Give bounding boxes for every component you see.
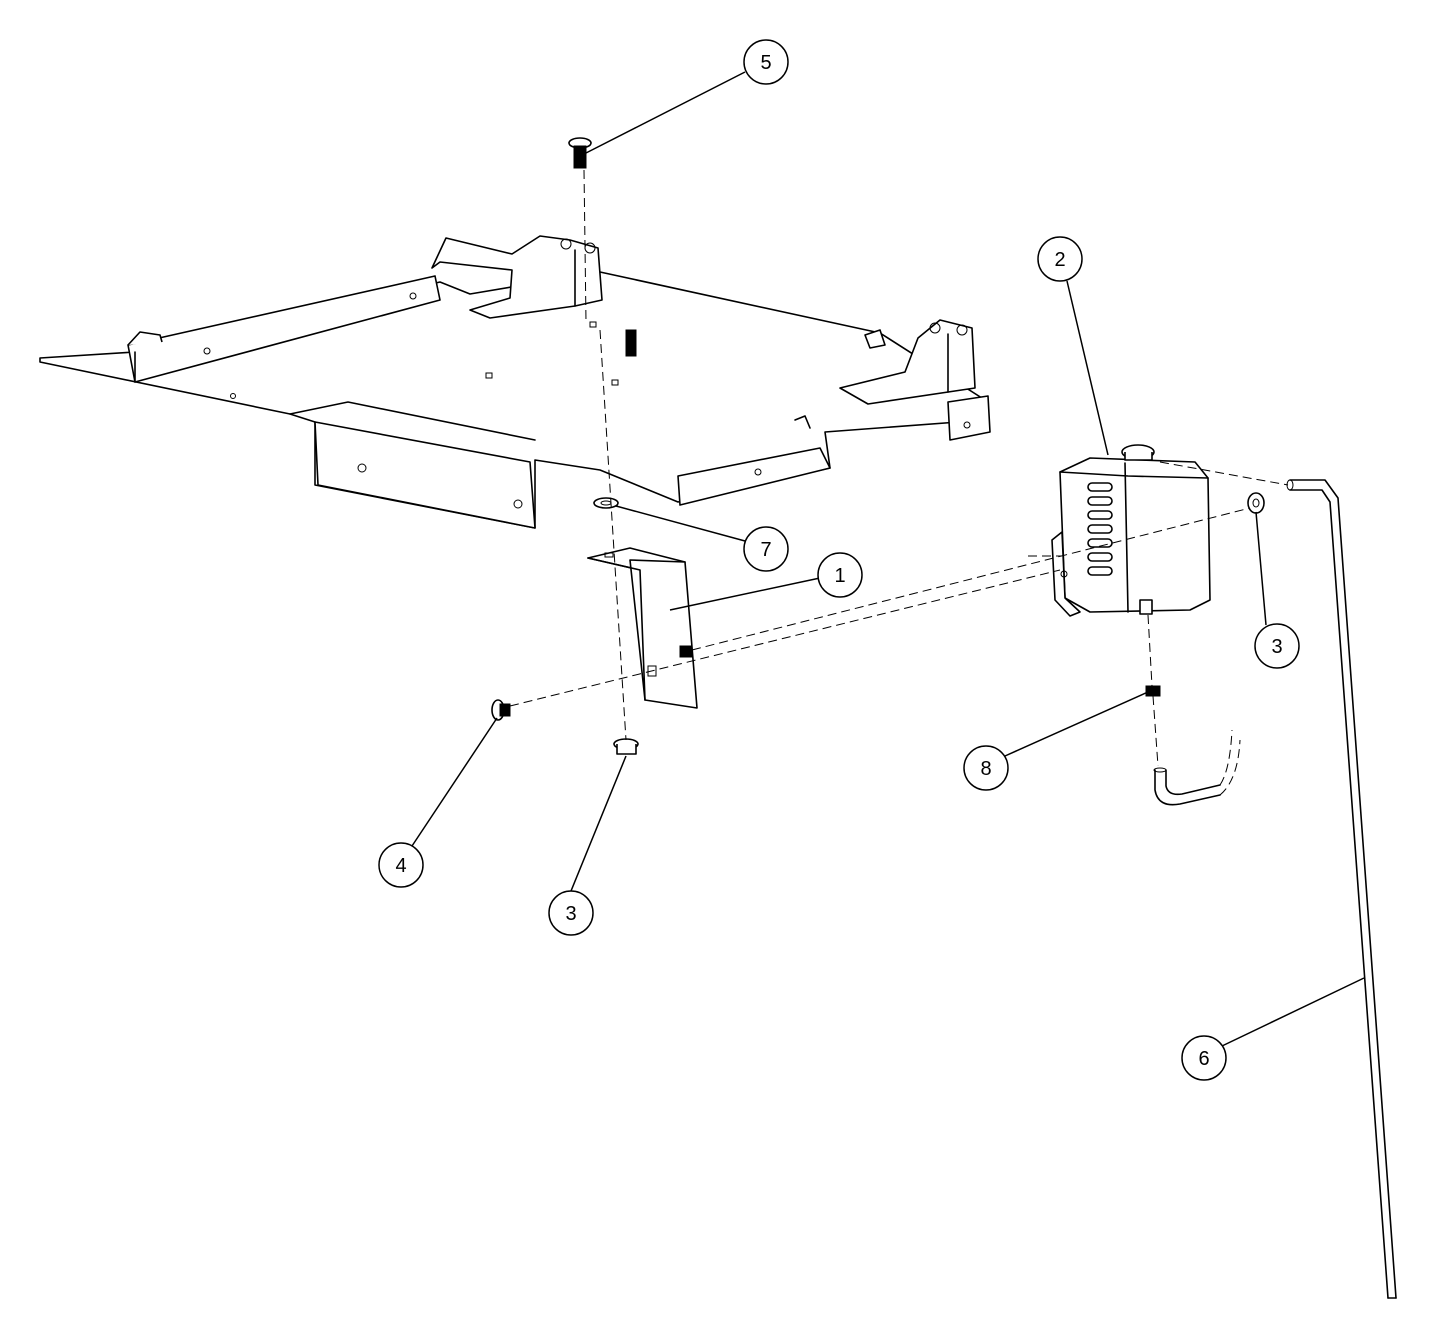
tank-vent-slots <box>1087 482 1113 576</box>
callout-3a-label: 3 <box>565 903 576 925</box>
leader-lines <box>411 71 1365 1047</box>
hose <box>1153 729 1241 806</box>
callout-3b-label: 3 <box>1271 636 1282 658</box>
callout-8-label: 8 <box>980 758 991 780</box>
callout-5: 5 <box>743 39 789 85</box>
callout-6-label: 6 <box>1198 1048 1209 1070</box>
callout-3b: 3 <box>1254 623 1300 669</box>
part-3-flange-nut-right <box>1247 492 1265 514</box>
part-7-washer <box>593 497 619 509</box>
part-8-hose-fitting <box>1145 685 1161 697</box>
callout-4-label: 4 <box>395 855 406 877</box>
frame-platform <box>39 235 991 529</box>
part-2-tank <box>1051 444 1211 617</box>
callout-3a: 3 <box>548 890 594 936</box>
callout-6: 6 <box>1181 1035 1227 1081</box>
assembly-centerlines <box>509 169 1289 767</box>
callout-4: 4 <box>378 842 424 888</box>
callout-1: 1 <box>817 552 863 598</box>
callout-2-label: 2 <box>1054 249 1065 271</box>
part-1-bracket <box>587 547 698 709</box>
part-6-rod <box>1286 479 1397 1299</box>
callout-7: 7 <box>743 526 789 572</box>
callout-5-label: 5 <box>760 52 771 74</box>
callout-2: 2 <box>1037 236 1083 282</box>
callout-8: 8 <box>963 745 1009 791</box>
part-3-flange-nut-lower <box>613 738 639 755</box>
part-5-carriage-bolt <box>568 137 592 169</box>
part-4-screw <box>491 699 511 721</box>
callout-7-label: 7 <box>760 539 771 561</box>
callout-1-label: 1 <box>834 565 845 587</box>
